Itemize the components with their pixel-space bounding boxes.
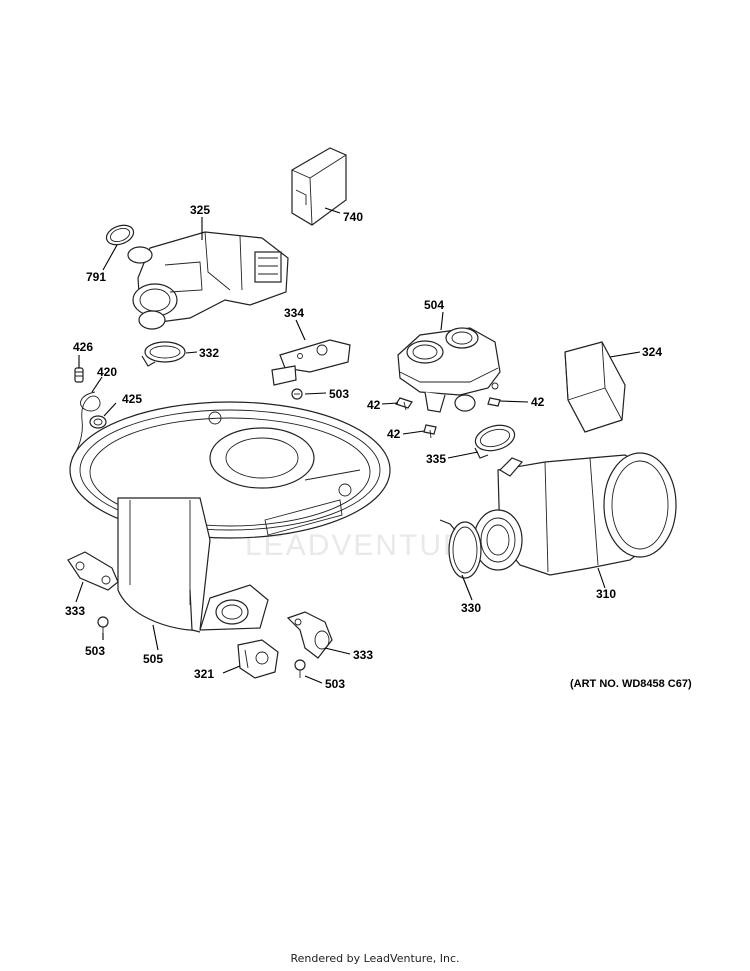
label-335: 335 bbox=[426, 452, 446, 466]
part-505-sump[interactable] bbox=[69, 401, 391, 633]
part-42-screw-a[interactable] bbox=[395, 397, 413, 411]
label-42-b: 42 bbox=[531, 395, 545, 409]
label-310: 310 bbox=[596, 587, 616, 601]
label-503-b: 503 bbox=[85, 644, 105, 658]
part-334-bracket[interactable] bbox=[271, 339, 351, 386]
label-333-b: 333 bbox=[353, 648, 373, 662]
part-740-cover[interactable] bbox=[291, 147, 347, 226]
label-332: 332 bbox=[199, 346, 219, 360]
label-333-a: 333 bbox=[65, 604, 85, 618]
part-333-bracket-left[interactable] bbox=[67, 551, 119, 591]
label-321: 321 bbox=[194, 667, 214, 681]
part-310-circulation-pump[interactable] bbox=[473, 452, 677, 576]
label-503-c: 503 bbox=[325, 677, 345, 691]
part-325-drain-pump[interactable] bbox=[127, 231, 289, 330]
label-503-a: 503 bbox=[329, 387, 349, 401]
part-321-sensor[interactable] bbox=[237, 639, 279, 679]
part-503-screw-b[interactable] bbox=[97, 616, 109, 635]
part-504-manifold[interactable] bbox=[397, 327, 501, 413]
part-42-screw-b[interactable] bbox=[487, 397, 501, 407]
art-number: (ART NO. WD8458 C67) bbox=[570, 678, 692, 690]
label-420: 420 bbox=[97, 365, 117, 379]
part-425-grommet[interactable] bbox=[89, 415, 107, 429]
part-335-clamp[interactable] bbox=[473, 421, 518, 459]
part-42-screw-c[interactable] bbox=[423, 424, 437, 439]
label-504: 504 bbox=[424, 298, 444, 312]
part-426-screw[interactable] bbox=[74, 367, 84, 383]
label-325: 325 bbox=[190, 203, 210, 217]
part-330-clamp[interactable] bbox=[439, 519, 482, 579]
part-333-bracket-right[interactable] bbox=[286, 611, 333, 659]
label-42-c: 42 bbox=[387, 427, 401, 441]
label-740: 740 bbox=[343, 210, 363, 224]
label-426: 426 bbox=[73, 340, 93, 354]
part-420-wire[interactable] bbox=[71, 391, 101, 459]
label-505: 505 bbox=[143, 652, 163, 666]
part-332-clamp[interactable] bbox=[141, 341, 186, 367]
part-503-screw-a[interactable] bbox=[291, 388, 303, 400]
leader-lines bbox=[75, 207, 641, 684]
part-324-shield[interactable] bbox=[564, 341, 626, 433]
part-503-screw-c[interactable] bbox=[294, 659, 306, 678]
part-791-o-ring[interactable] bbox=[104, 222, 136, 248]
label-330: 330 bbox=[461, 601, 481, 615]
label-425: 425 bbox=[122, 392, 142, 406]
label-42-a: 42 bbox=[367, 398, 381, 412]
label-334: 334 bbox=[284, 306, 304, 320]
label-791: 791 bbox=[86, 270, 106, 284]
label-324: 324 bbox=[642, 345, 662, 359]
footer-credit: Rendered by LeadVenture, Inc. bbox=[290, 952, 460, 965]
